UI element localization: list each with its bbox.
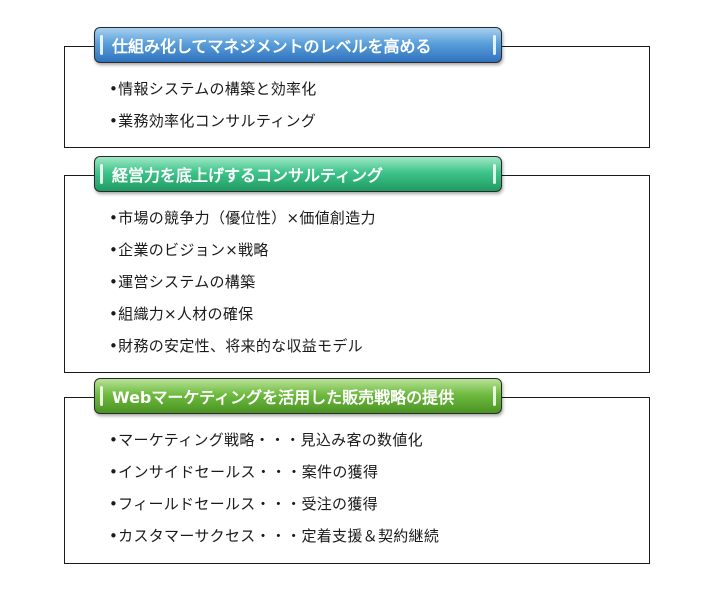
section-title-badge: Webマーケティングを活用した販売戦略の提供 <box>94 378 502 414</box>
section-web-marketing: Webマーケティングを活用した販売戦略の提供 •マーケティング戦略・・・見込み客… <box>64 378 650 564</box>
list-item: •財務の安定性、将来的な収益モデル <box>109 337 363 355</box>
section-title-badge: 仕組み化してマネジメントのレベルを高める <box>94 27 502 63</box>
section-title-badge: 経営力を底上げするコンサルティング <box>94 156 502 192</box>
list-item: •企業のビジョン×戦略 <box>109 241 269 259</box>
bullet-list: •マーケティング戦略・・・見込み客の数値化 •インサイドセールス・・・案件の獲得… <box>109 424 439 552</box>
list-item: •組織力×人材の確保 <box>109 305 254 323</box>
list-item: •業務効率化コンサルティング <box>109 112 317 130</box>
list-item: •マーケティング戦略・・・見込み客の数値化 <box>109 431 423 449</box>
list-item: •カスタマーサクセス・・・定着支援＆契約継続 <box>109 527 440 545</box>
bullet-list: •情報システムの構築と効率化 •業務効率化コンサルティング <box>109 73 317 137</box>
section-management-systems: 仕組み化してマネジメントのレベルを高める •情報システムの構築と効率化 •業務効… <box>64 27 650 148</box>
list-item: •情報システムの構築と効率化 <box>109 80 317 98</box>
list-item: •市場の競争力（優位性）×価値創造力 <box>109 209 376 227</box>
list-item: •フィールドセールス・・・受注の獲得 <box>109 495 378 513</box>
section-title: 仕組み化してマネジメントのレベルを高める <box>112 37 432 56</box>
section-business-consulting: 経営力を底上げするコンサルティング •市場の競争力（優位性）×価値創造力 •企業… <box>64 156 650 373</box>
section-title: 経営力を底上げするコンサルティング <box>112 166 384 185</box>
bullet-list: •市場の競争力（優位性）×価値創造力 •企業のビジョン×戦略 •運営システムの構… <box>109 202 376 362</box>
list-item: •運営システムの構築 <box>109 273 256 291</box>
section-title: Webマーケティングを活用した販売戦略の提供 <box>112 388 455 407</box>
list-item: •インサイドセールス・・・案件の獲得 <box>109 463 379 481</box>
